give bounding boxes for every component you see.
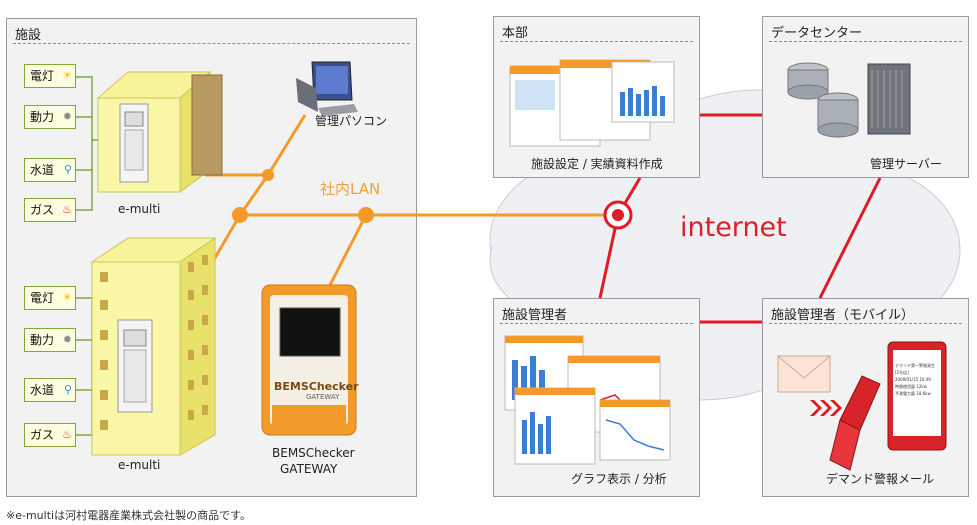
flame-icon: ♨ <box>62 203 72 216</box>
utility-gas-top: ガス ♨ <box>24 198 76 222</box>
flame-icon: ♨ <box>62 428 72 441</box>
phone-line: 予測電力量 18.6kw <box>895 391 931 396</box>
utility-light-bottom: 電灯 ☀ <box>24 286 76 310</box>
faucet-icon: ⚲ <box>63 163 72 176</box>
lan-nodes <box>232 169 374 223</box>
arrow-icon <box>810 400 842 416</box>
utility-water-top: 水道 ⚲ <box>24 158 76 182</box>
panel-divider <box>500 323 693 324</box>
emulti-bottom-label: e-multi <box>118 458 161 472</box>
utility-light-top: 電灯 ☀ <box>24 64 76 88</box>
utility-label: ガス <box>30 428 55 442</box>
phone-line: デマンド第一警報発生 <box>895 363 935 368</box>
phone-line: [2号店] <box>895 370 909 375</box>
manager-caption: グラフ表示 / 分析 <box>571 472 667 486</box>
hq-report-screens <box>509 59 675 147</box>
bulb-icon: ☀ <box>62 291 72 304</box>
router-node-icon <box>603 200 633 230</box>
hq-caption: 施設設定 / 実績資料作成 <box>531 157 663 171</box>
panel-divider <box>769 41 962 42</box>
gateway-logo-text: BEMSChecker <box>274 380 359 393</box>
bulb-icon: ☀ <box>62 69 72 82</box>
large-building-icon <box>90 237 217 456</box>
gateway-label-line2: GATEWAY <box>280 462 338 476</box>
utility-gas-bottom: ガス ♨ <box>24 423 76 447</box>
pc-icon <box>296 61 358 116</box>
mobile-panel-title: 施設管理者（モバイル） <box>771 308 915 323</box>
gear-icon: ✹ <box>62 333 72 346</box>
smartphone-icon <box>887 341 947 451</box>
faucet-icon: ⚲ <box>63 383 72 396</box>
panel-divider <box>769 323 962 324</box>
server-icon <box>787 62 911 138</box>
gateway-label-line1: BEMSChecker <box>272 446 355 460</box>
small-building-icon <box>96 70 223 193</box>
mail-envelope-icon <box>777 355 831 393</box>
utility-label: 動力 <box>30 110 55 124</box>
flip-phone-icon <box>829 375 881 471</box>
utility-power-top: 動力 ✹ <box>24 105 76 129</box>
phone-line: 時限使用量 12kw <box>895 384 927 389</box>
utility-label: ガス <box>30 203 55 217</box>
gateway-device-icon <box>261 284 357 436</box>
utility-label: 電灯 <box>30 291 55 305</box>
mobile-caption: デマンド警報メール <box>826 472 935 486</box>
manager-panel-title: 施設管理者 <box>502 308 568 323</box>
gateway-logo: BEMSChecker <box>274 380 359 393</box>
phone-screen: デマンド第一警報発生 [2号店] 2009/01/15 16:49 時限使用量 … <box>895 362 941 397</box>
lan-label: 社内LAN <box>320 180 381 198</box>
panel-divider <box>13 43 410 44</box>
gateway-logo-sub: GATEWAY <box>306 393 340 401</box>
facility-panel-title: 施設 <box>15 28 42 43</box>
panel-divider <box>500 41 693 42</box>
datacenter-caption: 管理サーバー <box>870 157 942 171</box>
utility-water-bottom: 水道 ⚲ <box>24 378 76 402</box>
utility-label: 水道 <box>30 163 55 177</box>
manager-chart-screens <box>504 335 671 465</box>
utility-label: 電灯 <box>30 69 55 83</box>
pc-label: 管理パソコン <box>315 114 388 128</box>
gear-icon: ✹ <box>62 110 72 123</box>
footnote: ※e-multiは河村電器産業株式会社製の商品です。 <box>6 509 251 522</box>
hq-panel-title: 本部 <box>502 26 529 41</box>
utility-label: 水道 <box>30 383 55 397</box>
utility-power-bottom: 動力 ✹ <box>24 328 76 352</box>
datacenter-panel-title: データセンター <box>771 26 863 41</box>
emulti-top-label: e-multi <box>118 202 161 216</box>
utility-label: 動力 <box>30 333 55 347</box>
phone-line: 2009/01/15 16:49 <box>895 377 931 382</box>
internet-label: internet <box>680 212 787 243</box>
